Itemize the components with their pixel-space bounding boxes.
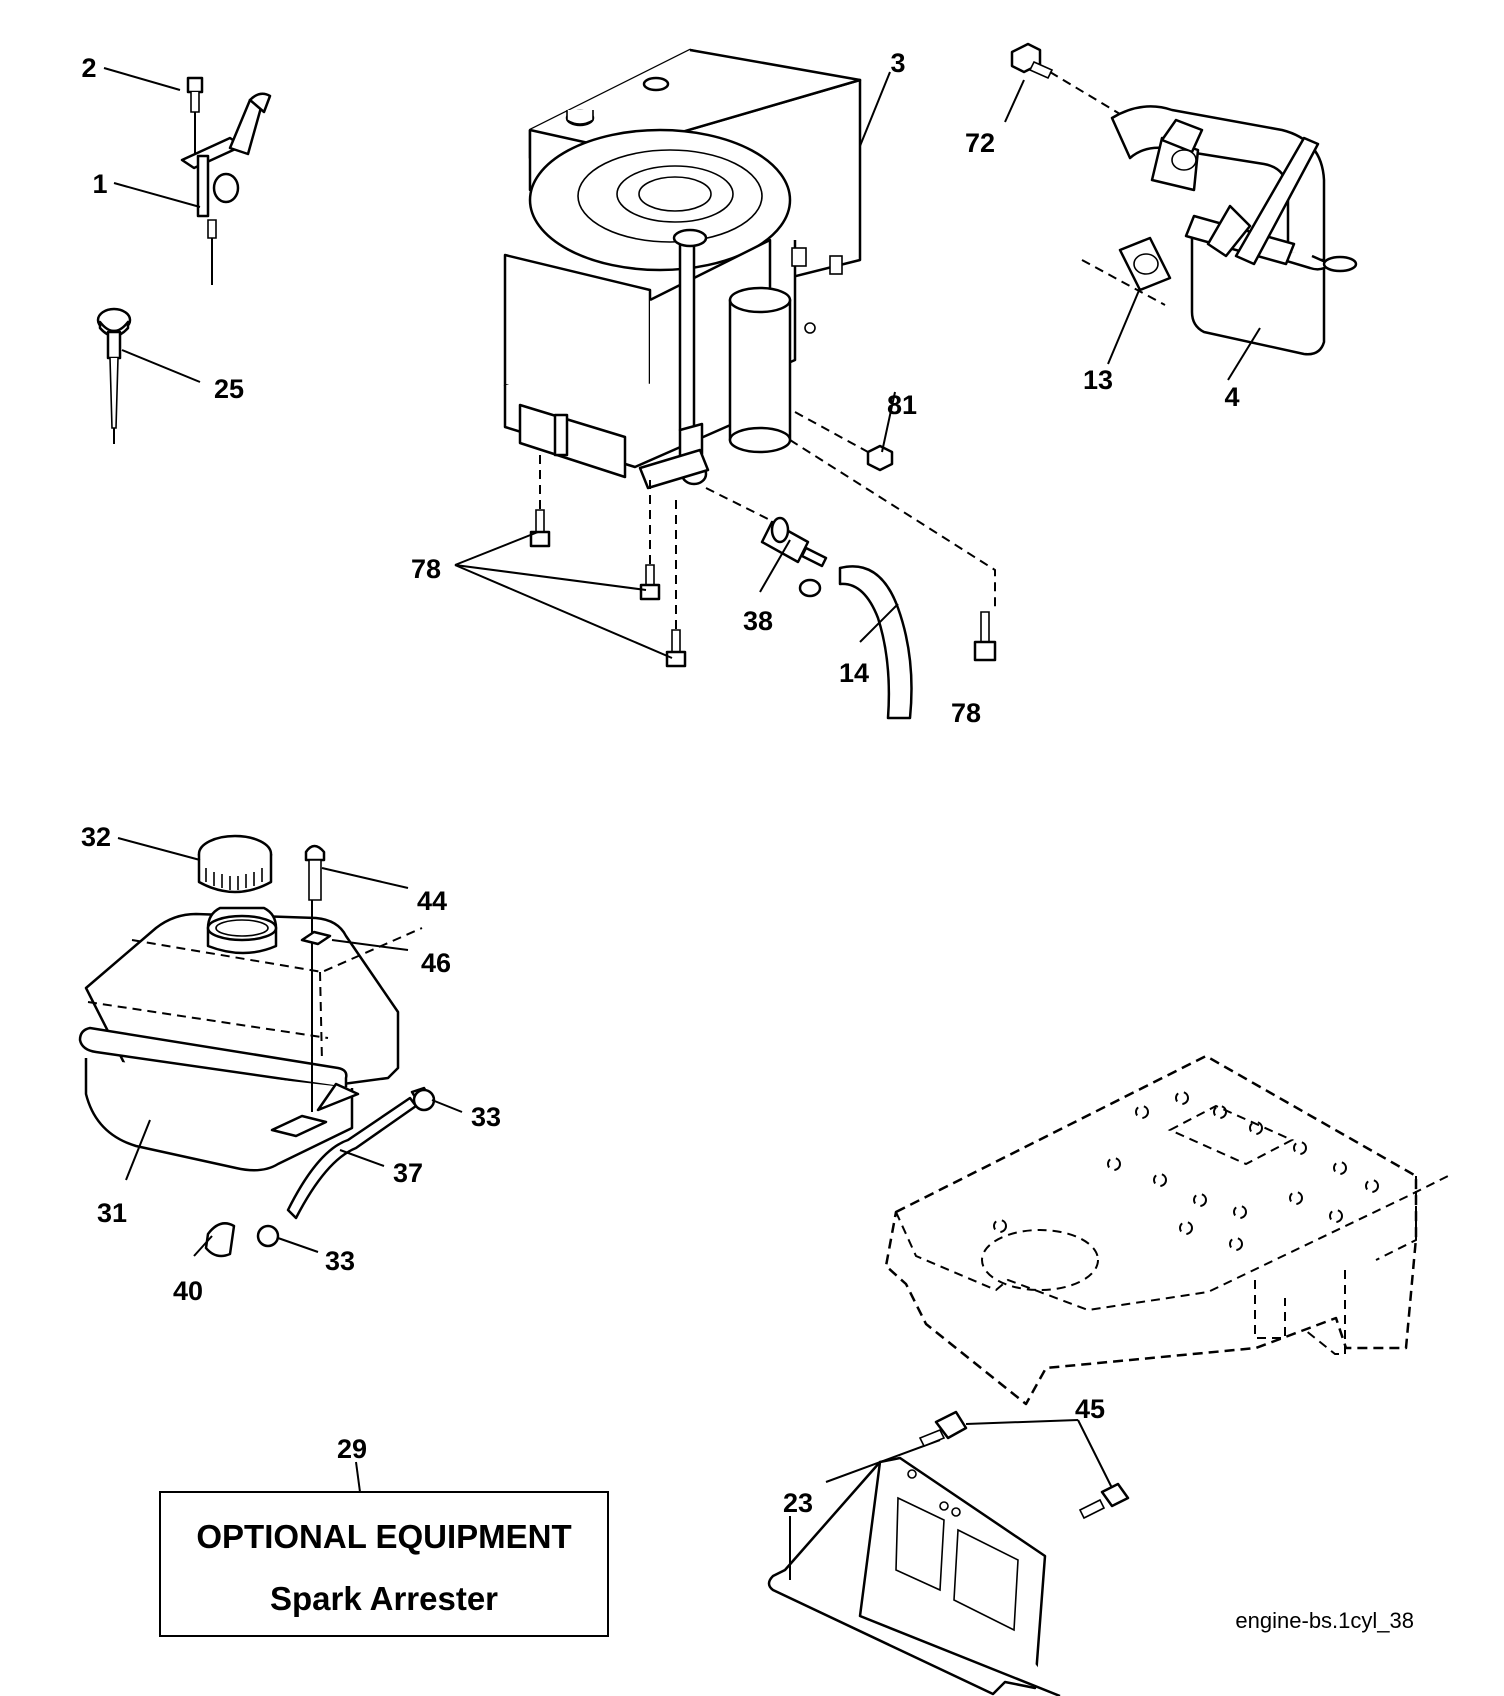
leader-lines — [103, 67, 1261, 1580]
callout-throttle-control: 1 — [92, 169, 107, 199]
callout-fuel-filter: 38 — [743, 606, 773, 636]
engine-bolts-drawing — [529, 439, 997, 668]
muffler-drawing — [1010, 42, 1358, 356]
callout-muffler: 4 — [1224, 382, 1239, 412]
optional-equipment-box: OPTIONAL EQUIPMENT Spark Arrester — [159, 1491, 609, 1637]
callout-engine-guard: 23 — [783, 1488, 813, 1518]
callout-spark-arrester: 29 — [337, 1434, 367, 1464]
callout-engine: 3 — [890, 48, 905, 78]
callout-engine-bolt-right: 78 — [951, 698, 981, 728]
callout-guard-screws: 45 — [1075, 1394, 1105, 1424]
callout-hose-clamp-lower: 33 — [325, 1246, 355, 1276]
tank-hardware-drawing — [204, 844, 436, 1258]
optional-equipment-title: OPTIONAL EQUIPMENT — [196, 1518, 571, 1555]
fuel-tank-drawing — [78, 890, 423, 1172]
spark-arrester-label: Spark Arrester — [270, 1580, 498, 1617]
callout-tank-cap: 32 — [81, 822, 111, 852]
choke-knob-drawing — [96, 307, 132, 444]
callout-throttle-screw: 2 — [81, 53, 96, 83]
callout-nut: 81 — [887, 390, 917, 420]
frame-plate-drawing — [884, 1054, 1449, 1406]
drawing-reference: engine-bs.1cyl_38 — [1235, 1608, 1414, 1633]
callout-engine-bolts-left: 78 — [411, 554, 441, 584]
nut-drawing — [794, 411, 894, 472]
callout-fuel-line: 14 — [839, 658, 869, 688]
engine-guard-drawing — [767, 1410, 1130, 1696]
callout-exhaust-bolt: 72 — [965, 128, 995, 158]
callout-fuel-tank: 31 — [97, 1198, 127, 1228]
callout-choke-knob: 25 — [214, 374, 244, 404]
callout-fuel-hose: 37 — [393, 1158, 423, 1188]
engine-drawing — [503, 48, 862, 490]
tank-cap-drawing — [197, 834, 273, 894]
callouts: 2 1 25 3 72 13 4 81 78 38 14 78 32 44 46… — [81, 48, 1240, 1518]
callout-hose-clamp-upper: 33 — [471, 1102, 501, 1132]
callout-grommet: 40 — [173, 1276, 203, 1306]
callout-gasket: 13 — [1083, 365, 1113, 395]
callout-tank-screw: 44 — [417, 886, 447, 916]
callout-washer: 46 — [421, 948, 451, 978]
fuel-filter-drawing — [705, 487, 913, 720]
throttle-control-drawing — [180, 76, 272, 285]
